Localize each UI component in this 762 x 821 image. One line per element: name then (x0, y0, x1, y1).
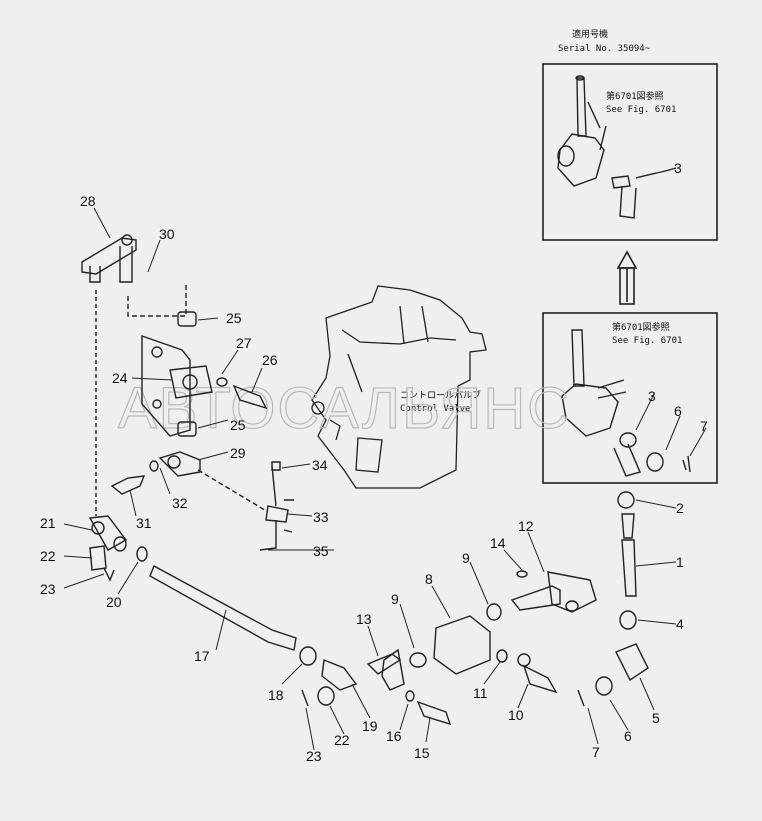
control-valve-drawing (311, 285, 487, 489)
callout-18: 18 (268, 687, 284, 703)
callout-11: 11 (473, 685, 488, 701)
callout-5: 5 (652, 710, 660, 726)
callout-8: 8 (425, 571, 433, 587)
inset-top-valve-drawing (557, 75, 677, 219)
callout-25-bottom: 25 (230, 417, 246, 433)
watermark-text: АВТОСАЛЬЯНС (118, 376, 571, 441)
callout-7-inset: 7 (700, 418, 708, 434)
inset-lower-valve-drawing (561, 329, 691, 477)
inset-lower-ref-jp: 第6701図参照 (612, 321, 670, 333)
inset-top-ref-en: See Fig. 6701 (606, 105, 676, 115)
callout-30: 30 (159, 226, 175, 242)
callout-7-bottom: 7 (592, 744, 600, 760)
callout-9-left: 9 (391, 591, 399, 607)
callout-22-bottom: 22 (334, 732, 350, 748)
callout-23-left: 23 (40, 581, 56, 597)
callout-22-left: 22 (40, 548, 56, 564)
callout-10: 10 (508, 707, 524, 723)
callout-1: 1 (676, 554, 684, 570)
control-valve-en: Control Valve (400, 404, 470, 414)
callout-34: 34 (312, 457, 328, 473)
callout-31: 31 (136, 515, 152, 531)
callout-14: 14 (490, 535, 506, 551)
callout-25-top: 25 (226, 310, 242, 326)
inset-top-part-label: 3 (674, 160, 682, 176)
header-jp: 適用号機 (572, 28, 608, 40)
inset-top-ref-jp: 第6701図参照 (606, 90, 664, 102)
leader-lines (63, 207, 707, 751)
callout-2: 2 (676, 500, 684, 516)
callout-27: 27 (236, 335, 252, 351)
callout-19: 19 (362, 718, 378, 734)
callout-6-inset: 6 (674, 403, 682, 419)
callout-29: 29 (230, 445, 246, 461)
callout-23-bottom: 23 (306, 748, 322, 764)
callout-9-right: 9 (462, 550, 470, 566)
callout-26: 26 (262, 352, 278, 368)
callout-17: 17 (194, 648, 210, 664)
inset-lower-frame (542, 312, 718, 484)
callout-35: 35 (313, 543, 329, 559)
callout-3-lower: 3 (648, 388, 656, 404)
callout-15: 15 (414, 745, 430, 761)
callout-13: 13 (356, 611, 372, 627)
callout-6-bottom: 6 (624, 728, 632, 744)
callout-labels: 28 30 25 27 26 24 25 29 34 31 32 33 35 2… (40, 193, 708, 764)
callout-21: 21 (40, 515, 56, 531)
inset-lower-ref-en: See Fig. 6701 (612, 336, 682, 346)
callout-32: 32 (172, 495, 188, 511)
header-serial: Serial No. 35094~ (558, 44, 651, 54)
callout-28: 28 (80, 193, 96, 209)
arrow-shaft (619, 267, 635, 305)
callout-16: 16 (386, 728, 402, 744)
callout-20: 20 (106, 594, 122, 610)
callout-24: 24 (112, 370, 128, 386)
callout-12: 12 (518, 518, 534, 534)
callout-4: 4 (676, 616, 684, 632)
linkage-drawing (81, 234, 649, 726)
control-valve-jp: コントロールバルブ (400, 389, 481, 401)
callout-33: 33 (313, 509, 329, 525)
inset-top-frame (542, 63, 718, 241)
